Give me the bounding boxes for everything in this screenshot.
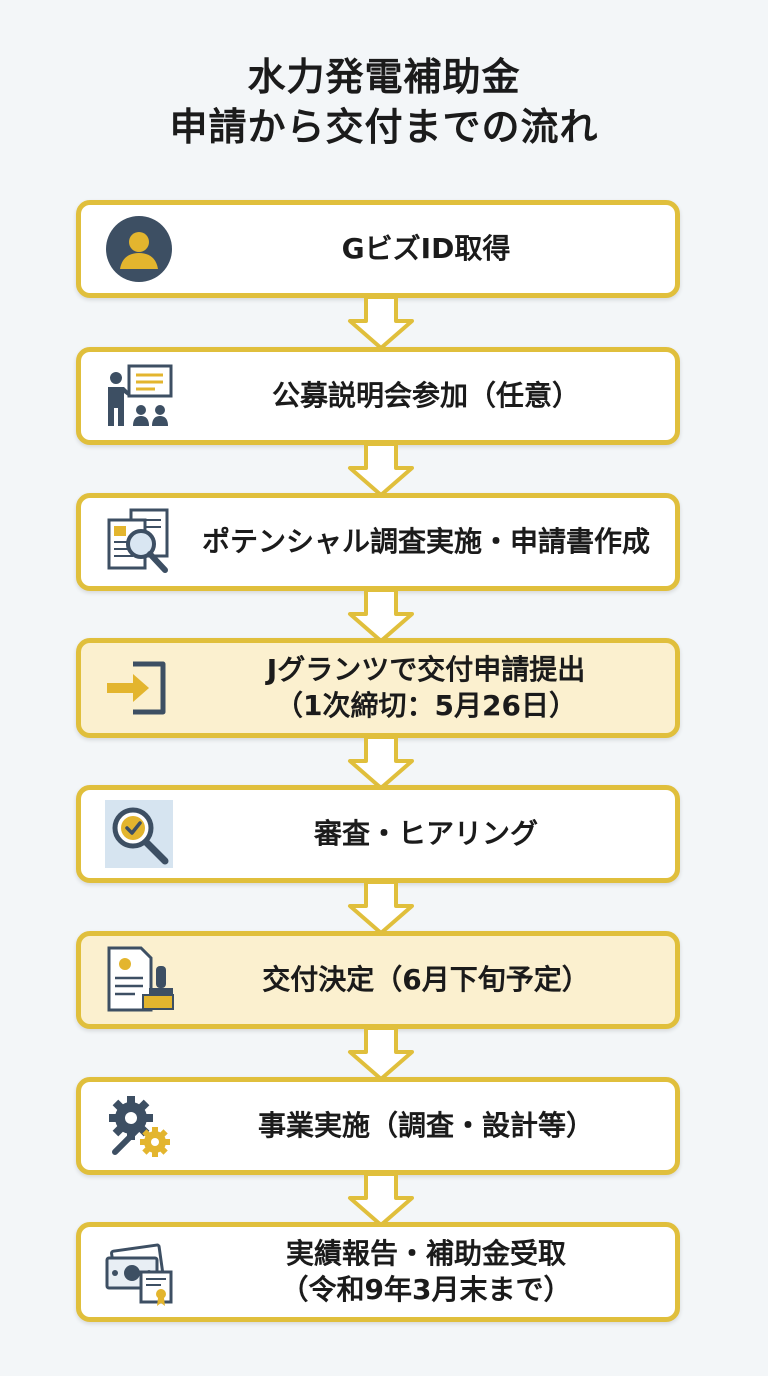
arrow-down-icon [347, 736, 415, 790]
document-stamp-icon [103, 944, 175, 1016]
step-label: GビズID取得 [341, 232, 511, 265]
gears-wrench-icon [103, 1090, 175, 1162]
step-report-receipt: 実績報告・補助金受取 （令和9年3月末まで） [76, 1222, 680, 1322]
step-label: ポテンシャル調査実施・申請書作成 [201, 525, 650, 558]
document-magnifier-icon [103, 506, 175, 578]
arrow-down-icon [347, 296, 415, 350]
step-label: Jグランツで交付申請提出 （1次締切：5月26日） [266, 653, 586, 722]
step-briefing: 公募説明会参加（任意） [76, 347, 680, 445]
presentation-audience-icon [103, 360, 175, 432]
step-label: 審査・ヒアリング [313, 817, 538, 850]
step-label: 公募説明会参加（任意） [271, 379, 580, 412]
arrow-down-icon [347, 443, 415, 497]
step-grant-decision: 交付決定（6月下旬予定） [76, 931, 680, 1029]
arrow-down-icon [347, 881, 415, 935]
step-review-hearing: 審査・ヒアリング [76, 785, 680, 883]
sign-in-arrow-icon [103, 652, 175, 724]
magnifier-check-icon [103, 798, 175, 870]
step-gbizid: GビズID取得 [76, 200, 680, 298]
title-line-1: 水力発電補助金 [247, 55, 521, 99]
step-label: 交付決定（6月下旬予定） [262, 963, 590, 996]
diagram-title: 水力発電補助金 申請から交付までの流れ [0, 52, 768, 152]
step-label: 事業実施（調査・設計等） [257, 1109, 594, 1142]
title-line-2: 申請から交付までの流れ [169, 105, 599, 149]
arrow-down-icon [347, 1027, 415, 1081]
arrow-down-icon [347, 589, 415, 643]
arrow-down-icon [347, 1173, 415, 1227]
step-jgrants-submission: Jグランツで交付申請提出 （1次締切：5月26日） [76, 638, 680, 738]
user-avatar-icon [103, 213, 175, 285]
step-survey-application: ポテンシャル調査実施・申請書作成 [76, 493, 680, 591]
step-label: 実績報告・補助金受取 （令和9年3月末まで） [280, 1237, 572, 1306]
money-certificate-icon [103, 1236, 175, 1308]
step-project-implementation: 事業実施（調査・設計等） [76, 1077, 680, 1175]
